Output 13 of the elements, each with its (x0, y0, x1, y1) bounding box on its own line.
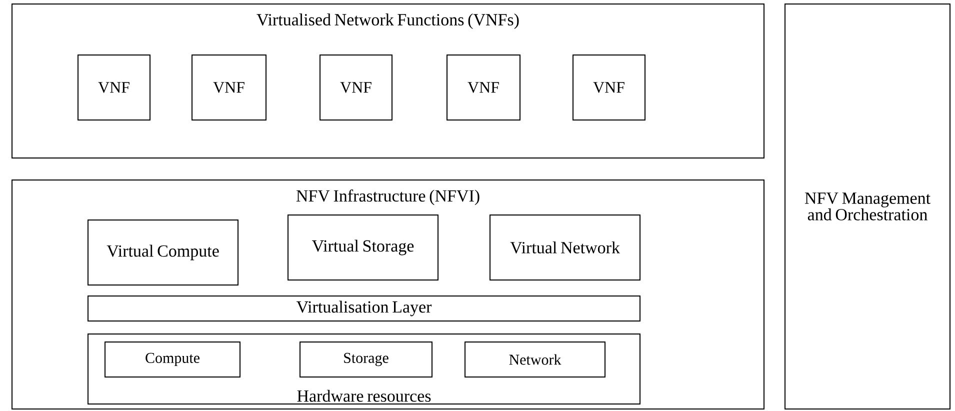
layer-box: Virtualisation Layer (88, 295, 640, 322)
resource-box: Network (464, 341, 606, 378)
function-box: VNF (446, 54, 520, 120)
function-box: VNF (192, 54, 266, 120)
function-box: VNF (78, 54, 150, 120)
resource-box: Virtual Compute (88, 220, 238, 286)
resource-box: Virtual Storage (288, 214, 438, 280)
resource-box: Virtual Network (490, 214, 640, 280)
resource-box: Storage (300, 341, 432, 378)
function-box: VNF (572, 54, 646, 120)
resource-box: Compute (104, 341, 240, 378)
function-box: VNF (320, 54, 392, 120)
panel-box: NFV Management and Orchestration (784, 4, 950, 410)
